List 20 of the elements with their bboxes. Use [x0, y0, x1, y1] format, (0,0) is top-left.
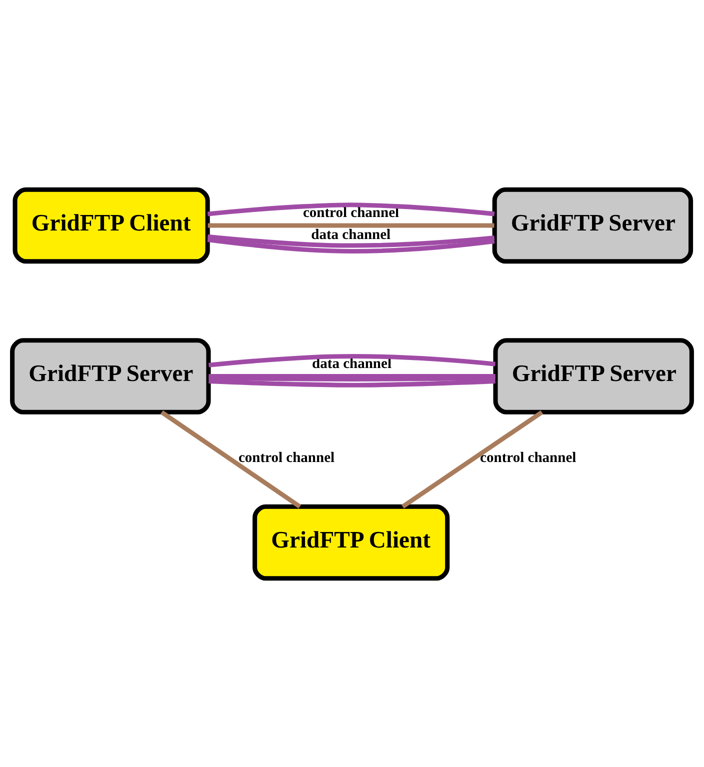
connector: [208, 354, 496, 367]
connector: [207, 202, 495, 216]
edge-label: control channel: [480, 449, 576, 466]
edge-label: control channel: [302, 204, 400, 221]
connector: [160, 410, 302, 508]
connector: [208, 375, 496, 381]
connector: [401, 410, 544, 508]
connector: [208, 234, 495, 248]
connector: [208, 374, 496, 378]
connector: [207, 236, 495, 253]
edge-label: control channel: [238, 449, 335, 466]
connector: [208, 378, 496, 387]
node-box: GridFTP Server: [492, 186, 694, 264]
node-box: GridFTP Server: [493, 338, 694, 414]
node-box: GridFTP Client: [12, 186, 210, 264]
edge-label: data channel: [312, 355, 392, 372]
node-box: GridFTP Client: [252, 504, 450, 580]
edge-label: data channel: [311, 226, 391, 242]
node-box: GridFTP Server: [10, 338, 211, 414]
connector: [208, 222, 494, 228]
